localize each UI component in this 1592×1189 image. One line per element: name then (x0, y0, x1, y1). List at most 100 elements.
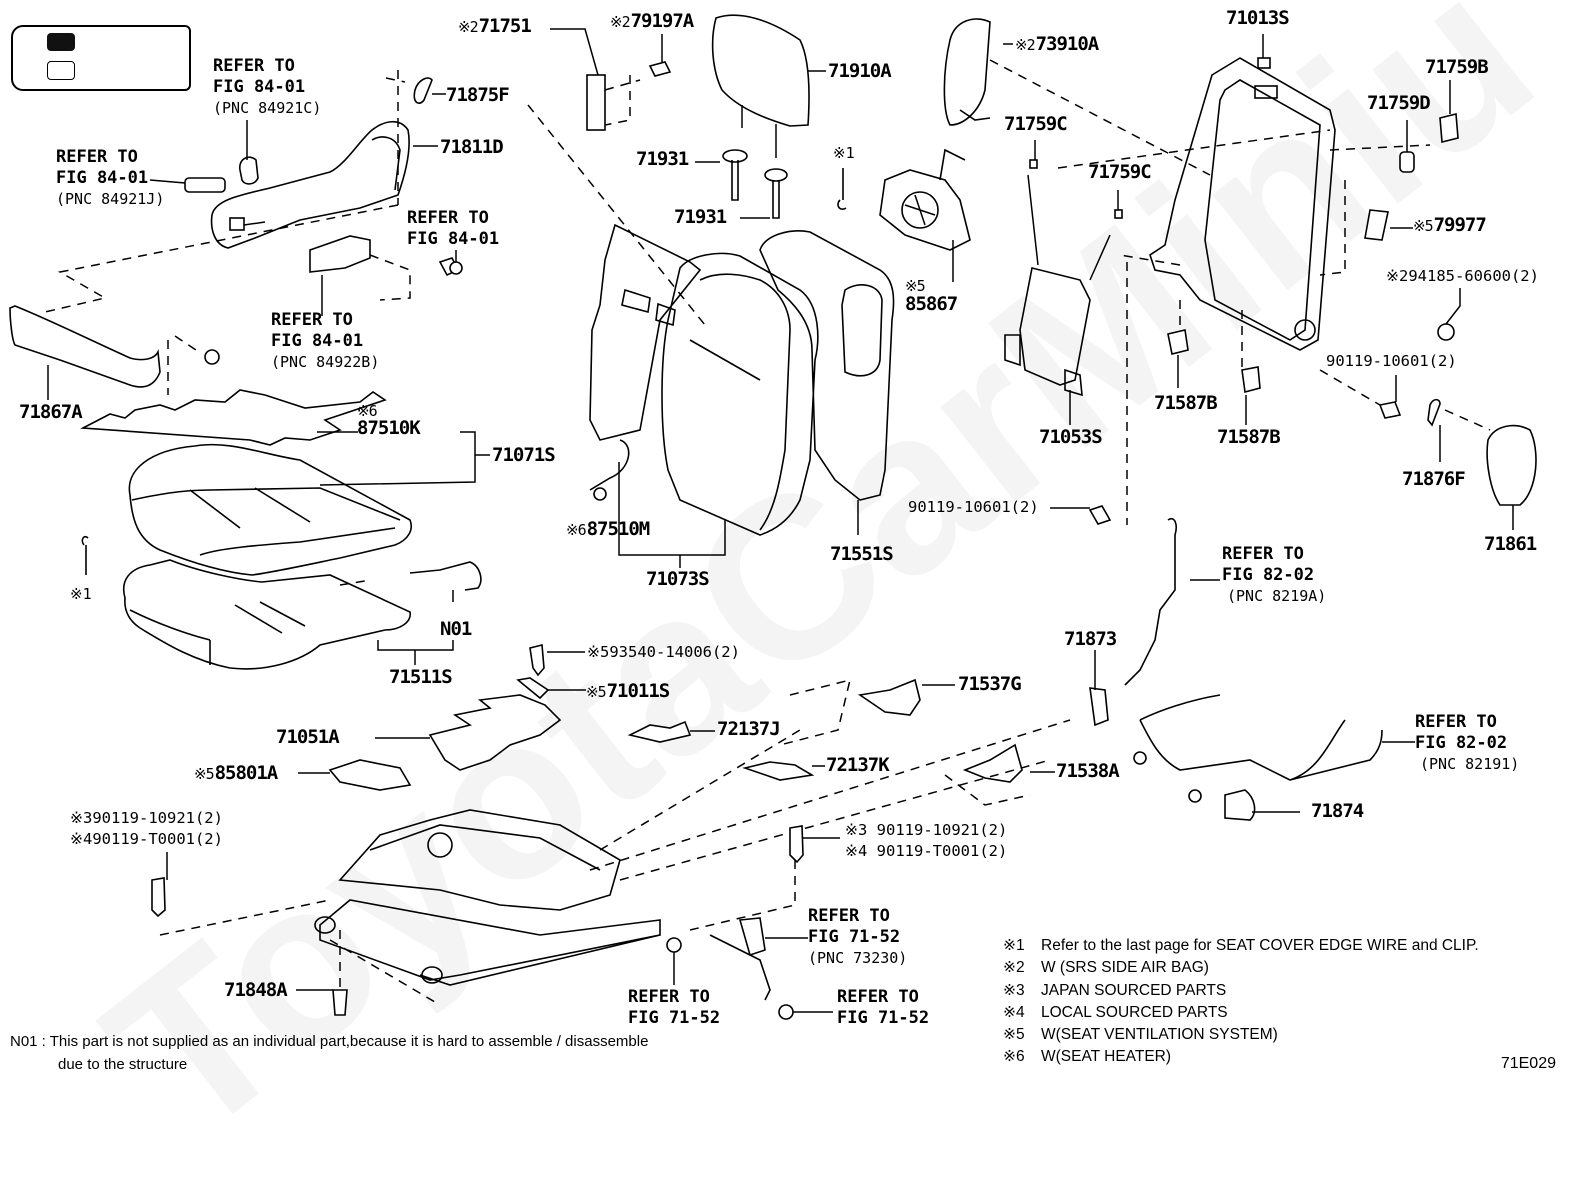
lumbar-support-71053S (1004, 159, 1123, 397)
cover-72137J (627, 720, 692, 743)
bolt-71848A (332, 989, 348, 1016)
bolt-90119-right (789, 825, 804, 864)
part-label-71759D[interactable]: 71759D (1367, 92, 1431, 114)
reference-figure: FIG 71-52 (837, 1008, 930, 1028)
part-label-71538A[interactable]: 71538A (1056, 760, 1120, 782)
cap-71875F (413, 77, 433, 104)
note-marker: ※5 (905, 277, 926, 295)
reference-line: REFER TO (808, 906, 890, 926)
part-label-N01[interactable]: N01 (440, 618, 472, 640)
note-marker: ※6 (566, 521, 587, 539)
reference-pnc: (PNC 8219A) (1227, 587, 1327, 605)
part-label-71053S[interactable]: 71053S (1039, 426, 1103, 448)
part-label-94185-60600[interactable]: ※294185-60600(2) (1386, 267, 1539, 285)
part-label-71751[interactable]: ※271751 (458, 17, 532, 36)
part-label-71867A[interactable]: 71867A (19, 401, 83, 423)
note-marker: ※4 (845, 842, 868, 860)
part-label-71759C[interactable]: 71759C (1088, 161, 1152, 183)
part-label-71861[interactable]: 71861 (1484, 533, 1537, 555)
screw-icon (1188, 789, 1202, 803)
part-label-71071S[interactable]: 71071S (492, 444, 556, 466)
note-marker: ※5 (587, 643, 610, 661)
part-label-71551S[interactable]: 71551S (830, 543, 894, 565)
bracket-71751 (586, 74, 606, 131)
bolt-90119-10601-lower (1088, 505, 1112, 525)
part-label-71537G[interactable]: 71537G (958, 673, 1022, 695)
n01-footnote: N01 : This part is not supplied as an in… (10, 1030, 648, 1076)
part-label-71511S[interactable]: 71511S (389, 666, 453, 688)
part-label-71759C[interactable]: 71759C (1004, 113, 1068, 135)
part-label-90119-10601[interactable]: 90119-10601(2) (908, 498, 1039, 516)
seatback-cover-71073S (661, 252, 819, 536)
part-label-71876F[interactable]: 71876F (1402, 468, 1466, 490)
part-number: 71011S (606, 680, 671, 702)
part-label-87510M[interactable]: ※687510M (566, 520, 650, 539)
part-label-71587B[interactable]: 71587B (1154, 392, 1218, 414)
part-label-71051A[interactable]: 71051A (276, 726, 340, 748)
clip-71011S (516, 677, 550, 700)
part-label-72137K[interactable]: 72137K (826, 754, 890, 776)
part-label-90119-10601[interactable]: 90119-10601(2) (1326, 352, 1457, 370)
reference-line: REFER TO (1415, 712, 1497, 732)
reference-line: REFER TO (1222, 544, 1304, 564)
part-label-71874[interactable]: 71874 (1311, 800, 1364, 822)
part-label-71931[interactable]: 71931 (636, 148, 689, 170)
part-label-71587B[interactable]: 71587B (1217, 426, 1281, 448)
cover-72137K (742, 761, 815, 781)
part-label-71013S[interactable]: 71013S (1226, 7, 1290, 29)
part-label-90119-10921-left[interactable]: ※390119-10921(2) ※490119-T0001(2) (70, 808, 223, 850)
note-key: ※2 (1003, 959, 1025, 977)
heater-mat-87510K (80, 389, 387, 446)
part-label-71073S[interactable]: 71073S (646, 568, 710, 590)
part-number: 94185-60600(2) (1408, 267, 1539, 285)
part-label-71875F[interactable]: 71875F (446, 84, 510, 106)
part-label-85801A[interactable]: ※585801A (194, 764, 278, 783)
part-label-93540-14006[interactable]: ※593540-14006(2) (587, 643, 740, 661)
figure-code: 71E029 (1500, 1055, 1556, 1072)
label-79977 (1364, 209, 1389, 241)
part-label-71848A[interactable]: 71848A (224, 979, 288, 1001)
note-marker: ※2 (1015, 36, 1036, 54)
part-label-71759B[interactable]: 71759B (1425, 56, 1489, 78)
part-label-72137J[interactable]: 72137J (717, 718, 781, 740)
reference-pnc: (PNC 73230) (808, 949, 908, 967)
note-key: ※3 (1003, 981, 1025, 999)
footnote-key: N01 : (10, 1033, 46, 1050)
part-label-73910A[interactable]: ※273910A (1015, 35, 1099, 54)
reference-line: REFER TO (213, 56, 295, 76)
cover-71759B (1439, 112, 1459, 144)
part-label-71811D[interactable]: 71811D (440, 136, 504, 158)
switch-module-84922B (309, 235, 411, 301)
note-text: JAPAN SOURCED PARTS (1041, 981, 1227, 999)
cover-71537G (857, 678, 921, 716)
seatback-pad-71551S (759, 230, 895, 501)
note-marker: ※3 (70, 809, 93, 827)
part-label-90119-10921-right[interactable]: ※3 90119-10921(2) ※4 90119-T0001(2) (845, 820, 1007, 862)
part-label-71931[interactable]: 71931 (674, 206, 727, 228)
part-label-71910A[interactable]: 71910A (828, 60, 892, 82)
part-label-71873[interactable]: 71873 (1064, 628, 1117, 650)
part-number: 90119-T0001(2) (876, 842, 1008, 860)
nut-94185 (1437, 323, 1455, 341)
part-label-71011S[interactable]: ※571011S (586, 680, 671, 702)
part-label-79197A[interactable]: ※279197A (610, 12, 694, 31)
part-label-79977[interactable]: ※579977 (1413, 216, 1487, 235)
note-key: ※1 (1003, 937, 1025, 954)
clip-71587B (1167, 329, 1189, 355)
reference-line: REFER TO (271, 310, 353, 330)
cover-71759D (1399, 151, 1415, 173)
